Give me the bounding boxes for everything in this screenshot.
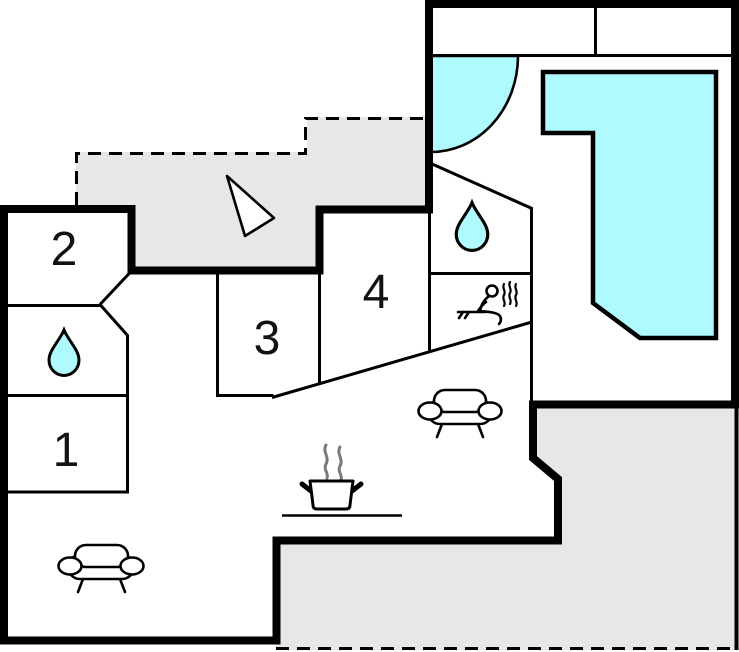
sofa-top-icon xyxy=(57,543,145,594)
water-drop-icon xyxy=(454,198,490,253)
room-label-4: 4 xyxy=(363,266,390,319)
terrace-top-dashed-boundary xyxy=(75,117,427,205)
sauna-person-icon xyxy=(456,280,518,326)
room2-notch-lower xyxy=(98,303,130,337)
cooking-pot-icon xyxy=(299,443,364,511)
north-arrow-icon xyxy=(225,174,276,238)
sofa-top-icon xyxy=(417,388,503,439)
room2-notch-upper xyxy=(98,269,133,306)
swimming-pool xyxy=(540,69,719,341)
room-label-1: 1 xyxy=(53,424,80,477)
room-label-2: 2 xyxy=(51,223,78,276)
terrace-bottom xyxy=(276,405,739,650)
terrace-top xyxy=(76,117,429,272)
bathroom-diagonal-wall xyxy=(430,162,533,210)
water-drop-icon xyxy=(47,325,81,377)
interior-walls xyxy=(4,6,733,517)
room-label-3: 3 xyxy=(254,312,281,365)
door-swing-arc xyxy=(428,54,520,154)
living-diagonal-wall xyxy=(271,320,533,399)
